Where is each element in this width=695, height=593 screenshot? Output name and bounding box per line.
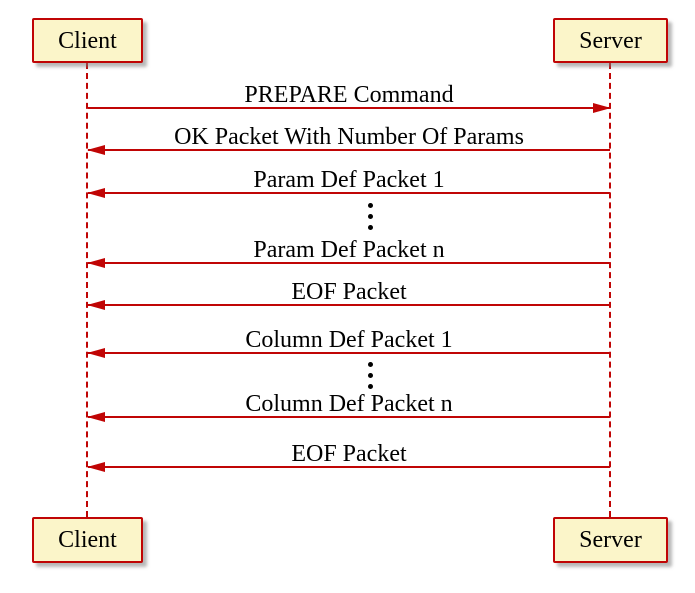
- dot: [368, 225, 373, 230]
- arrowhead-left-icon: [87, 462, 105, 472]
- arrowhead-left-icon: [87, 145, 105, 155]
- participant-client-label: Client: [58, 527, 117, 553]
- arrowhead-left-icon: [87, 348, 105, 358]
- message-label: Column Def Packet n: [245, 391, 453, 417]
- message-label: OK Packet With Number Of Params: [174, 124, 524, 150]
- arrow-line: [87, 462, 610, 472]
- lifeline-server: [609, 63, 611, 517]
- message-label: Param Def Packet n: [253, 237, 445, 263]
- message-column-def-n: Column Def Packet n: [87, 391, 610, 422]
- vertical-ellipsis-icon: [368, 362, 373, 389]
- dot: [368, 373, 373, 378]
- participant-client-top: Client: [32, 18, 143, 63]
- arrow-line: [87, 258, 610, 268]
- arrow-line: [87, 412, 610, 422]
- participant-server-label: Server: [579, 527, 642, 553]
- arrow-line: [87, 188, 610, 198]
- lifeline-client: [86, 63, 88, 517]
- arrow-line: [87, 348, 610, 358]
- participant-server-top: Server: [553, 18, 668, 63]
- message-column-def-1: Column Def Packet 1: [87, 327, 610, 358]
- dot: [368, 203, 373, 208]
- message-label: PREPARE Command: [244, 82, 454, 108]
- participant-client-label: Client: [58, 27, 117, 54]
- message-label: Param Def Packet 1: [253, 167, 445, 193]
- vertical-ellipsis-icon: [368, 203, 373, 230]
- message-eof-packet-1: EOF Packet: [87, 279, 610, 310]
- arrowhead-right-icon: [593, 103, 611, 113]
- message-eof-packet-2: EOF Packet: [87, 441, 610, 472]
- message-label: Column Def Packet 1: [245, 327, 453, 353]
- participant-client-bottom: Client: [32, 517, 143, 563]
- arrowhead-left-icon: [87, 258, 105, 268]
- arrowhead-left-icon: [87, 188, 105, 198]
- message-param-def-1: Param Def Packet 1: [87, 167, 610, 198]
- participant-server-label: Server: [579, 27, 642, 54]
- arrow-line: [87, 145, 610, 155]
- arrow-line: [87, 300, 610, 310]
- participant-server-bottom: Server: [553, 517, 668, 563]
- message-prepare-command: PREPARE Command: [88, 82, 611, 113]
- message-label: EOF Packet: [291, 279, 407, 305]
- dot: [368, 214, 373, 219]
- dot: [368, 384, 373, 389]
- arrowhead-left-icon: [87, 412, 105, 422]
- arrowhead-left-icon: [87, 300, 105, 310]
- message-label: EOF Packet: [291, 441, 407, 467]
- arrow-line: [88, 103, 611, 113]
- message-ok-packet: OK Packet With Number Of Params: [87, 124, 610, 155]
- message-param-def-n: Param Def Packet n: [87, 237, 610, 268]
- dot: [368, 362, 373, 367]
